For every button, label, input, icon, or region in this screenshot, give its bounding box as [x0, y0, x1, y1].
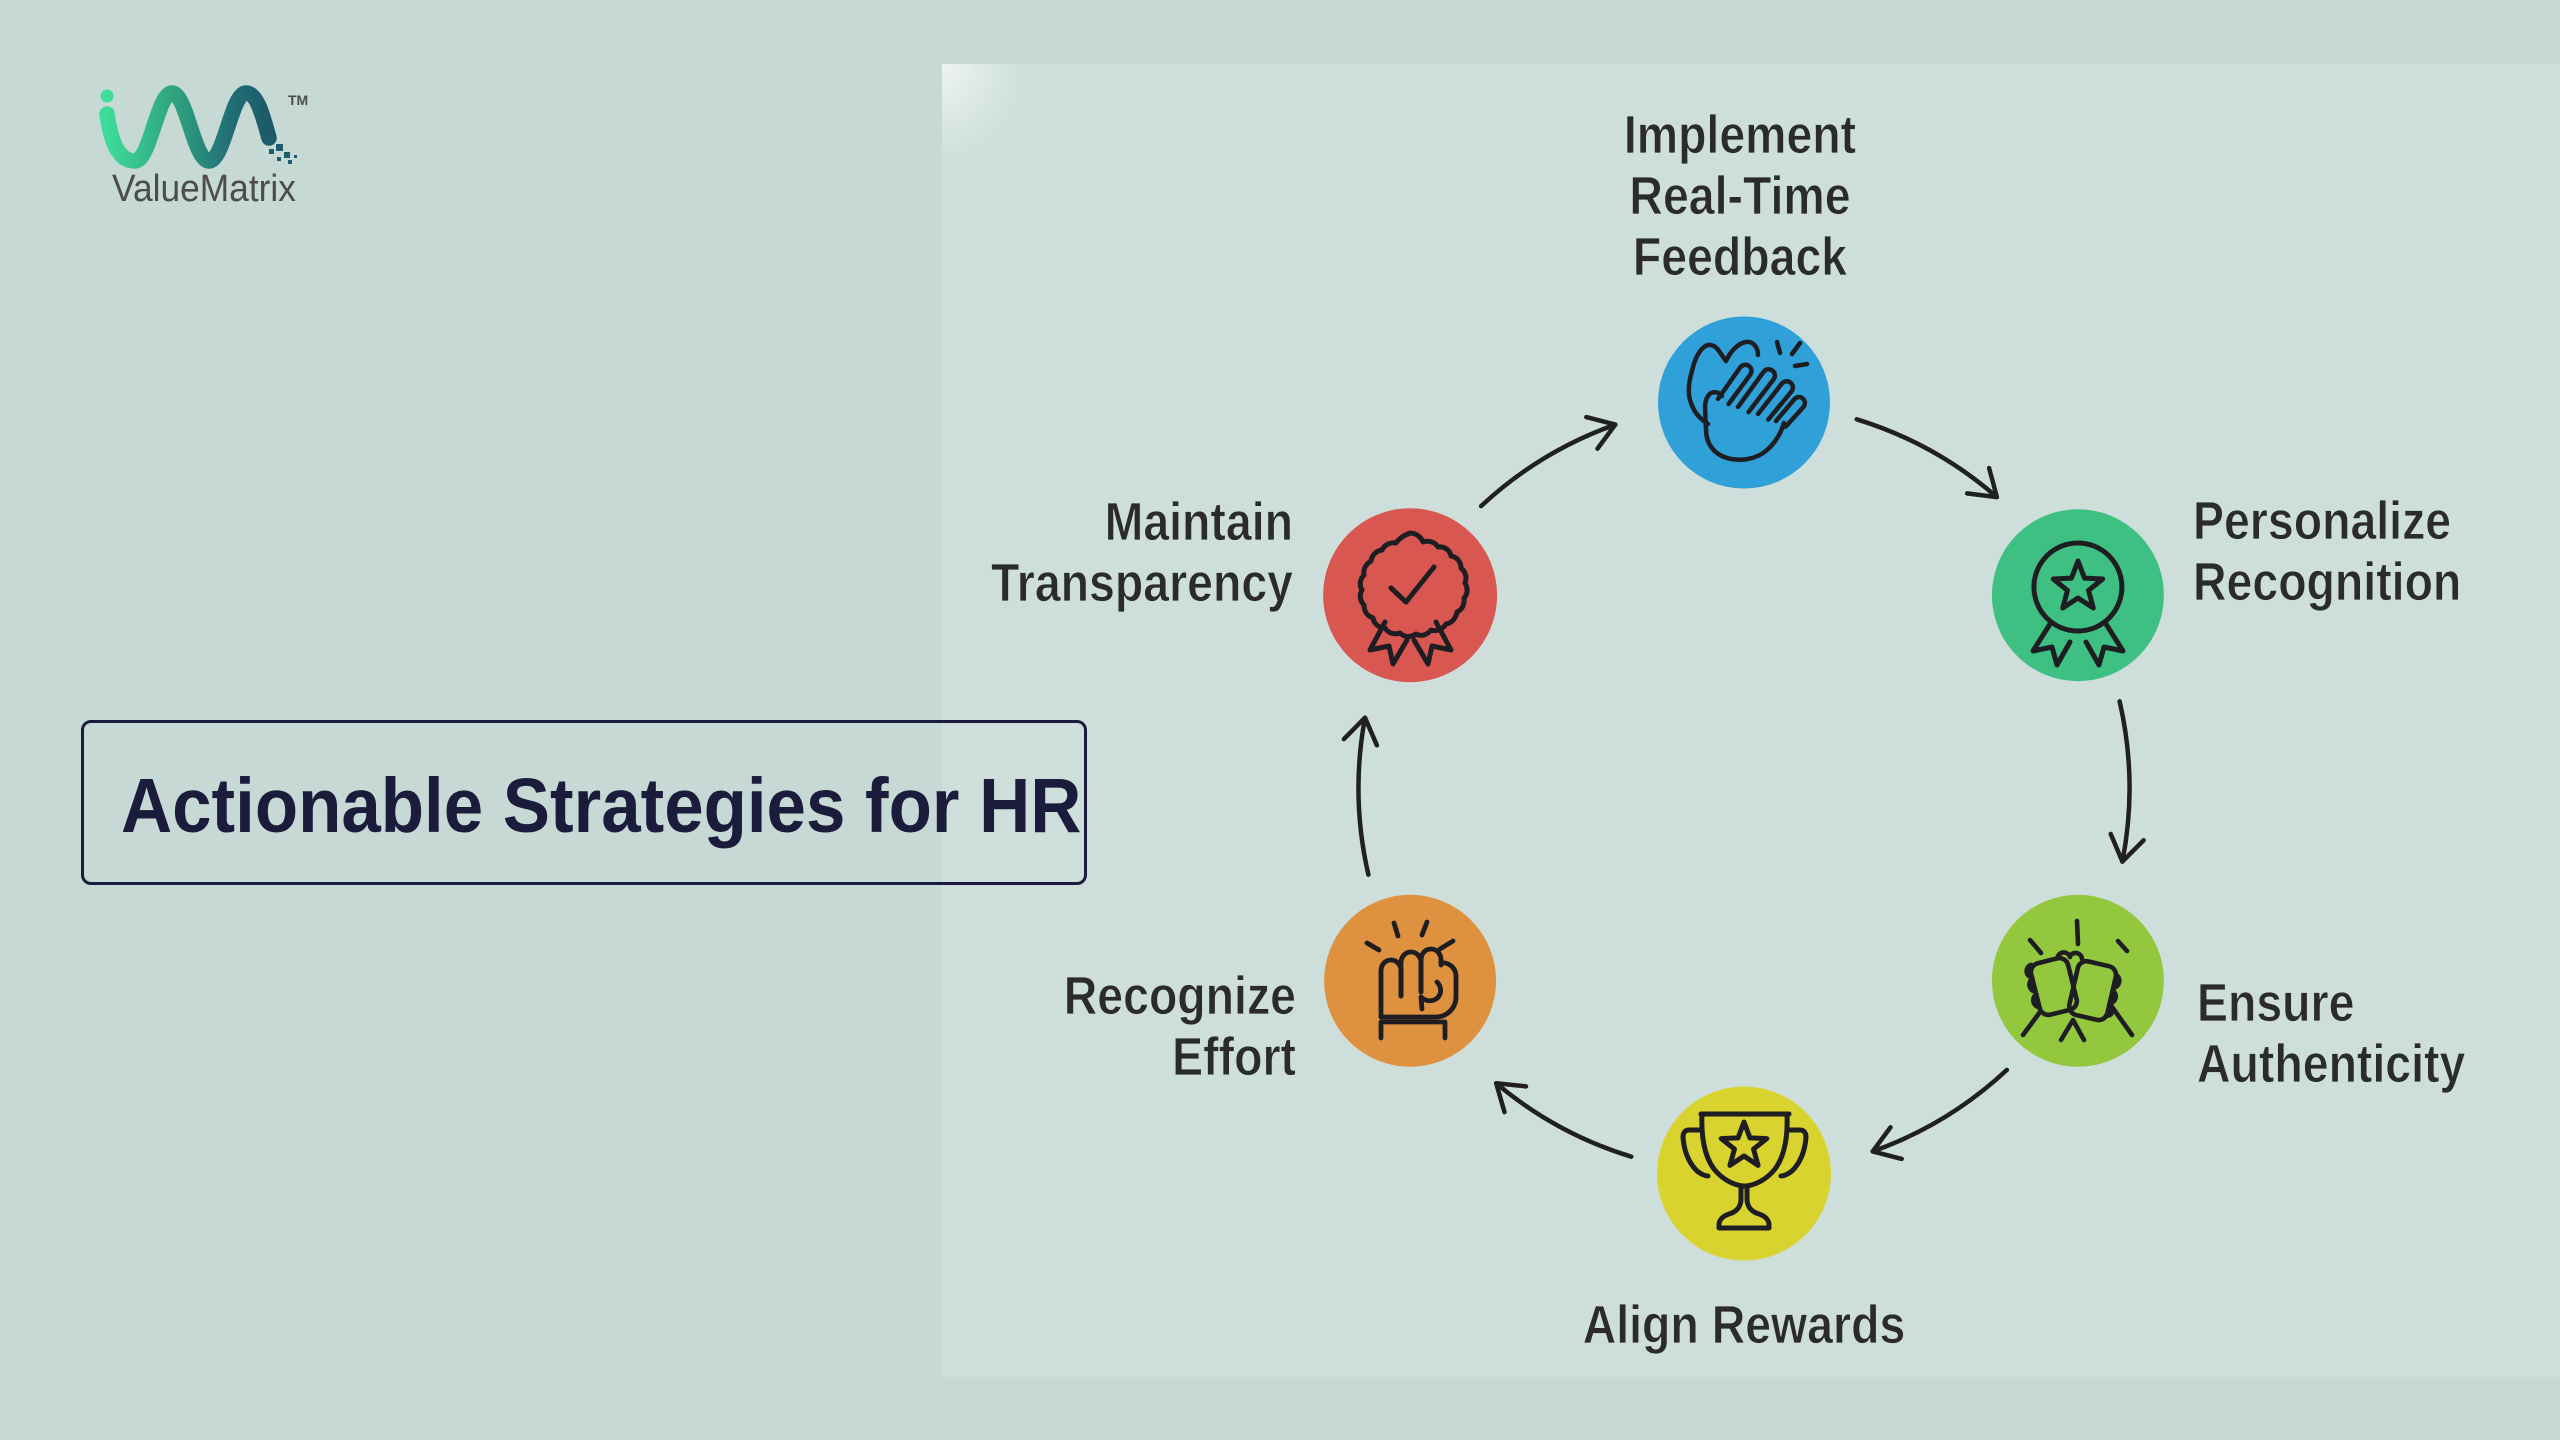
- svg-text:TM: TM: [288, 92, 308, 108]
- svg-text:ValueMatrix: ValueMatrix: [112, 167, 296, 209]
